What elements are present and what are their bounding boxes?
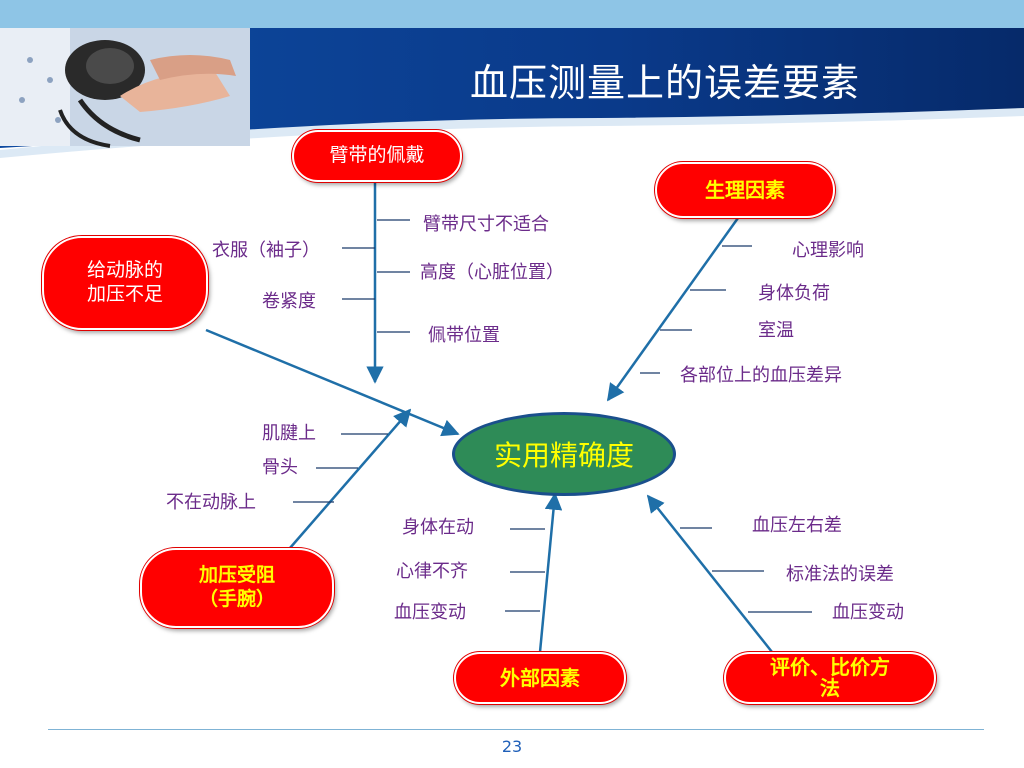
cause-label: 外部因素 <box>500 665 580 690</box>
arrow-external <box>538 492 563 653</box>
factor-label: 佩带位置 <box>428 325 500 346</box>
cause-pressure-obstructed: 加压受阻 （手腕） <box>140 548 334 628</box>
cause-insufficient-pressure: 给动脉的 加压不足 <box>42 236 208 330</box>
cause-evaluation: 评价、比价方 法 <box>724 652 936 704</box>
cause-label-line: 加压受阻 <box>198 564 275 587</box>
factor-label: 室温 <box>758 320 794 341</box>
factor-label: 心律不齐 <box>396 561 468 582</box>
cause-physiological: 生理因素 <box>655 162 835 218</box>
header-top-band <box>0 0 1024 28</box>
cause-label-line: 加压不足 <box>86 283 163 305</box>
arrow-evaluation <box>646 494 773 653</box>
footer-divider <box>48 729 984 730</box>
effect-label: 实用精确度 <box>493 439 634 472</box>
cause-label-line: （手腕） <box>198 588 275 610</box>
factor-label: 血压变动 <box>832 602 904 623</box>
factor-label: 衣服（袖子） <box>212 240 320 261</box>
cause-external: 外部因素 <box>454 652 626 704</box>
factor-label: 身体负荷 <box>758 283 830 304</box>
cause-cuff-wearing: 臂带的佩戴 <box>292 130 462 182</box>
arrow-physiological <box>606 217 740 402</box>
factor-label: 不在动脉上 <box>166 492 256 513</box>
factor-label: 各部位上的血压差异 <box>680 365 842 386</box>
factor-label: 高度（心脏位置） <box>420 262 564 283</box>
page-number: 23 <box>501 737 523 756</box>
factor-label: 卷紧度 <box>262 291 316 312</box>
factor-label: 身体在动 <box>402 517 474 538</box>
arrow-pressure-obstructed <box>289 408 412 549</box>
header-banner <box>0 0 1024 158</box>
header-blue-band <box>0 28 1024 148</box>
cause-label: 臂带的佩戴 <box>329 144 425 167</box>
cause-label: 生理因素 <box>705 177 785 202</box>
effect-node: 实用精确度 <box>452 412 676 496</box>
cause-label-line: 法 <box>820 676 840 700</box>
header-white-swoosh <box>0 108 1024 158</box>
slide-title: 血压测量上的误差要素 <box>470 61 861 105</box>
factor-label: 骨头 <box>262 457 298 478</box>
factor-label: 血压变动 <box>394 602 466 623</box>
cause-label-line: 给动脉的 <box>86 259 163 282</box>
factor-label: 标准法的误差 <box>786 564 894 585</box>
factor-label: 臂带尺寸不适合 <box>423 214 549 235</box>
cause-label-line: 评价、比价方 <box>770 655 890 679</box>
factor-label: 肌腱上 <box>262 423 316 444</box>
factor-label: 血压左右差 <box>752 515 842 536</box>
factor-label: 心理影响 <box>792 240 864 261</box>
arrow-insufficient-pressure <box>205 328 460 437</box>
stethoscope-photo <box>0 28 250 148</box>
